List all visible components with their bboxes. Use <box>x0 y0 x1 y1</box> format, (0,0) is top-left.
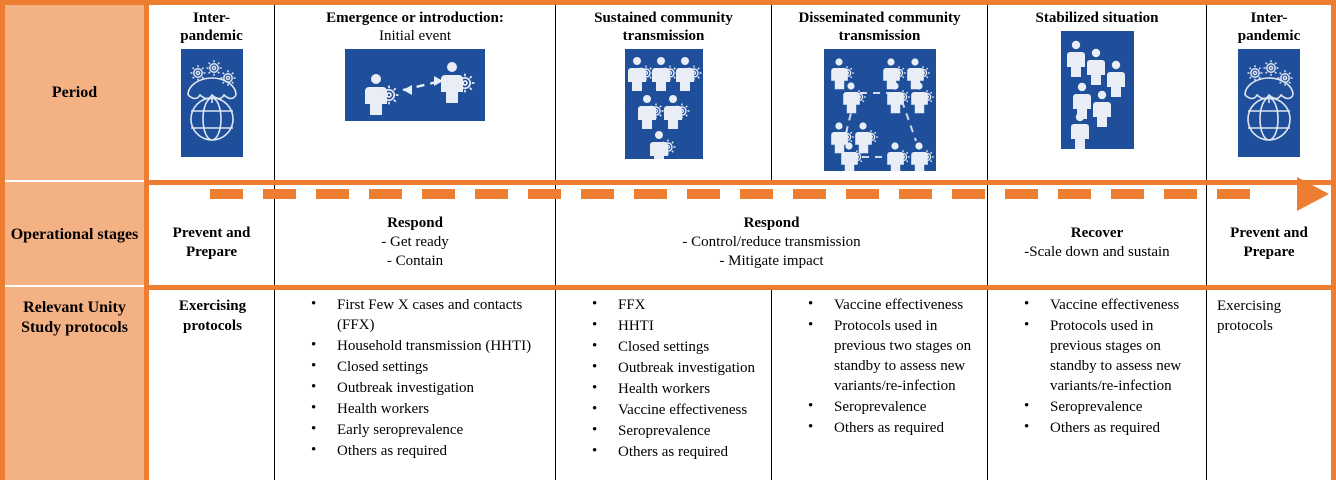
period-ops-separator <box>5 180 1331 185</box>
ops-line: - Get ready <box>381 233 449 250</box>
ops-line: -Scale down and sustain <box>1024 243 1170 260</box>
protocols-list: Vaccine effectiveness Protocols used in … <box>994 295 1202 439</box>
ops-line: - Contain <box>386 253 444 270</box>
ops-protocols-separator <box>5 285 1331 290</box>
network-infected-people-icon <box>823 49 936 171</box>
period-cell-disseminated: Disseminated community transmission <box>772 5 988 180</box>
protocols-list: Vaccine effectiveness Protocols used in … <box>778 295 983 439</box>
two-people-transmission-icon <box>345 49 485 121</box>
protocols-list: FFX HHTI Closed settings Outbreak invest… <box>562 295 767 463</box>
row-header-operational: Operational stages <box>5 185 149 285</box>
protocols-list: First Few X cases and contacts (FFX) Hou… <box>281 295 551 462</box>
list-item: Others as required <box>311 441 551 462</box>
six-healthy-people-icon <box>1060 31 1134 149</box>
list-item: Vaccine effectiveness <box>808 295 983 316</box>
protocols-cell-interpandemic-end: Exercising protocols <box>1207 290 1331 480</box>
protocols-cell-emergence: First Few X cases and contacts (FFX) Hou… <box>275 290 556 480</box>
list-item: First Few X cases and contacts (FFX) <box>311 295 551 336</box>
period-title: Disseminated community transmission <box>798 10 961 44</box>
umbrella-globe-virus-icon <box>180 49 243 157</box>
period-title: Inter-pandemic <box>180 10 243 44</box>
protocols-plain-text: Exercising protocols <box>1217 298 1282 335</box>
list-item: Closed settings <box>311 357 551 378</box>
list-item: Vaccine effectiveness <box>592 400 767 421</box>
two-people-transmission-icon-svg <box>345 49 485 121</box>
period-row: Period Inter-pandemic <box>5 5 1331 180</box>
ops-line: - Control/reduce transmission <box>682 233 861 250</box>
list-item: Health workers <box>592 379 767 400</box>
list-item: Seroprevalence <box>1024 397 1202 418</box>
ops-cell-respond-early: Respond - Get ready - Contain <box>275 185 556 285</box>
list-item: Outbreak investigation <box>592 358 767 379</box>
umbrella-globe-virus-icon-svg <box>180 49 243 157</box>
ops-cell-respond-main: Respond - Control/reduce transmission - … <box>556 185 988 285</box>
six-infected-people-icon-svg <box>624 49 703 159</box>
six-healthy-people-icon-svg <box>1060 31 1134 149</box>
list-item: Others as required <box>808 418 983 439</box>
list-item: Household transmission (HHTI) <box>311 336 551 357</box>
six-infected-people-icon <box>624 49 703 159</box>
protocols-cell-interpandemic-start: Exercising protocols <box>149 290 275 480</box>
protocols-cell-disseminated: Vaccine effectiveness Protocols used in … <box>772 290 988 480</box>
umbrella-globe-virus-icon <box>1238 49 1300 157</box>
period-title: Inter-pandemic <box>1237 10 1301 44</box>
list-item: HHTI <box>592 316 767 337</box>
ops-head: Respond <box>743 215 800 232</box>
list-item: FFX <box>592 295 767 316</box>
protocols-row: Relevant Unity Study protocols Exercisin… <box>5 290 1331 480</box>
list-item: Outbreak investigation <box>311 378 551 399</box>
list-item: Protocols used in previous stages on sta… <box>1024 316 1202 397</box>
row-header-operational-label: Operational stages <box>10 226 139 243</box>
period-title: Emergence or introduction:Initial event <box>326 10 504 44</box>
period-cell-sustained: Sustained community transmission <box>556 5 772 180</box>
ops-line: - Mitigate impact <box>719 253 824 270</box>
period-title: Sustained community transmission <box>594 10 733 44</box>
row-header-protocols-label: Relevant Unity Study protocols <box>21 299 128 336</box>
ops-head: Respond <box>387 215 443 232</box>
period-cell-emergence: Emergence or introduction:Initial event <box>275 5 556 180</box>
row-header-period: Period <box>5 5 149 180</box>
list-item: Seroprevalence <box>808 397 983 418</box>
list-item: Vaccine effectiveness <box>1024 295 1202 316</box>
umbrella-globe-virus-icon-svg <box>1238 49 1300 157</box>
period-cell-stabilized: Stabilized situation <box>988 5 1207 180</box>
list-item: Seroprevalence <box>592 421 767 442</box>
list-item: Closed settings <box>592 337 767 358</box>
list-item: Protocols used in previous two stages on… <box>808 316 983 397</box>
ops-head: Recover <box>1070 224 1124 241</box>
protocols-plain-text: Exercising protocols <box>178 298 247 335</box>
ops-cell-recover: Recover -Scale down and sustain <box>988 185 1207 285</box>
period-cell-interpandemic-end: Inter-pandemic <box>1207 5 1331 180</box>
period-cell-interpandemic-start: Inter-pandemic <box>149 5 275 180</box>
list-item: Others as required <box>1024 418 1202 439</box>
list-item: Others as required <box>592 442 767 463</box>
period-title: Stabilized situation <box>1035 10 1159 26</box>
list-item: Health workers <box>311 399 551 420</box>
row-header-protocols: Relevant Unity Study protocols <box>5 290 149 480</box>
protocols-cell-stabilized: Vaccine effectiveness Protocols used in … <box>988 290 1207 480</box>
network-infected-people-icon-svg <box>823 49 936 171</box>
list-item: Early seroprevalence <box>311 420 551 441</box>
protocols-cell-sustained: FFX HHTI Closed settings Outbreak invest… <box>556 290 772 480</box>
